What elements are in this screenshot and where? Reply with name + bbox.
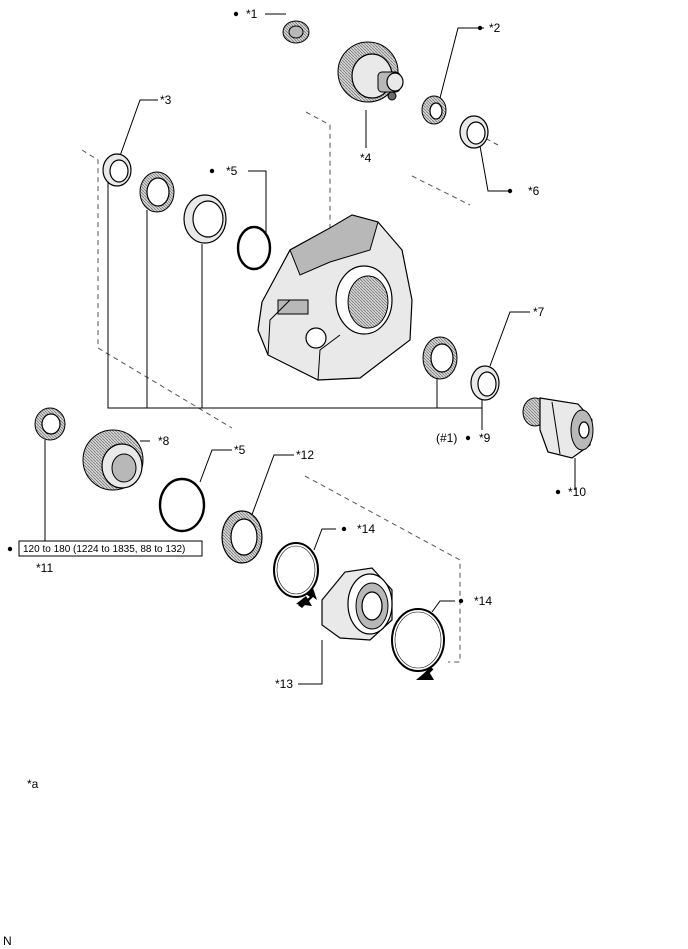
part-11-thrust-washer xyxy=(34,407,66,441)
callout-7: *7 xyxy=(533,305,545,319)
callout-11: *11 xyxy=(36,561,53,575)
assembly-guide-lines xyxy=(81,111,499,663)
part-5-snap-ring-lower xyxy=(158,477,206,533)
reference-1: (#1) xyxy=(436,431,457,445)
part-7-outer-race xyxy=(470,365,500,401)
callout-10: *10 xyxy=(568,485,586,499)
callout-5-upper: *5 xyxy=(226,164,238,178)
tapered-roller-bearing-left xyxy=(139,171,175,213)
part-10-differential-case xyxy=(522,397,594,459)
callout-12: *12 xyxy=(296,448,314,462)
callout-8: *8 xyxy=(158,434,170,448)
callout-4: *4 xyxy=(360,151,372,165)
torque-spec-box xyxy=(18,540,203,557)
part-12-lock-nut xyxy=(221,510,263,564)
part-13-retainer xyxy=(321,567,393,641)
part-14-o-ring-right xyxy=(391,608,445,672)
callout-2: *2 xyxy=(489,21,501,35)
callout-9: *9 xyxy=(479,431,491,445)
torque-spec: 120 to 180 (1224 to 1835, 88 to 132) xyxy=(23,544,185,555)
callout-1: *1 xyxy=(246,7,258,21)
corner-mark: N xyxy=(3,934,12,948)
sleeve-left xyxy=(183,194,227,244)
part-4-ring-gear-assembly xyxy=(337,41,404,103)
part-5-snap-ring-upper xyxy=(236,225,272,271)
callout-14-left: *14 xyxy=(357,522,375,536)
legend-marker: *a xyxy=(27,777,39,791)
callout-13: *13 xyxy=(275,677,293,691)
part-6-outer-race xyxy=(459,115,489,149)
tapered-roller-bearing-right xyxy=(422,336,458,380)
part-8-driven-gear xyxy=(82,429,144,491)
part-1-pinion-gear xyxy=(282,20,310,44)
callout-6: *6 xyxy=(528,184,540,198)
leader-lines xyxy=(44,13,576,685)
callout-5-lower: *5 xyxy=(234,443,246,457)
part-2-bearing xyxy=(421,95,447,125)
callout-bullets xyxy=(7,11,561,604)
callout-3: *3 xyxy=(160,93,172,107)
callout-14-right: *14 xyxy=(474,594,492,608)
apply-arrow-right xyxy=(416,666,434,680)
apply-arrow-left xyxy=(296,588,317,608)
part-3-outer-race xyxy=(102,153,132,187)
transaxle-case xyxy=(257,214,413,381)
part-14-o-ring-left xyxy=(273,542,319,598)
